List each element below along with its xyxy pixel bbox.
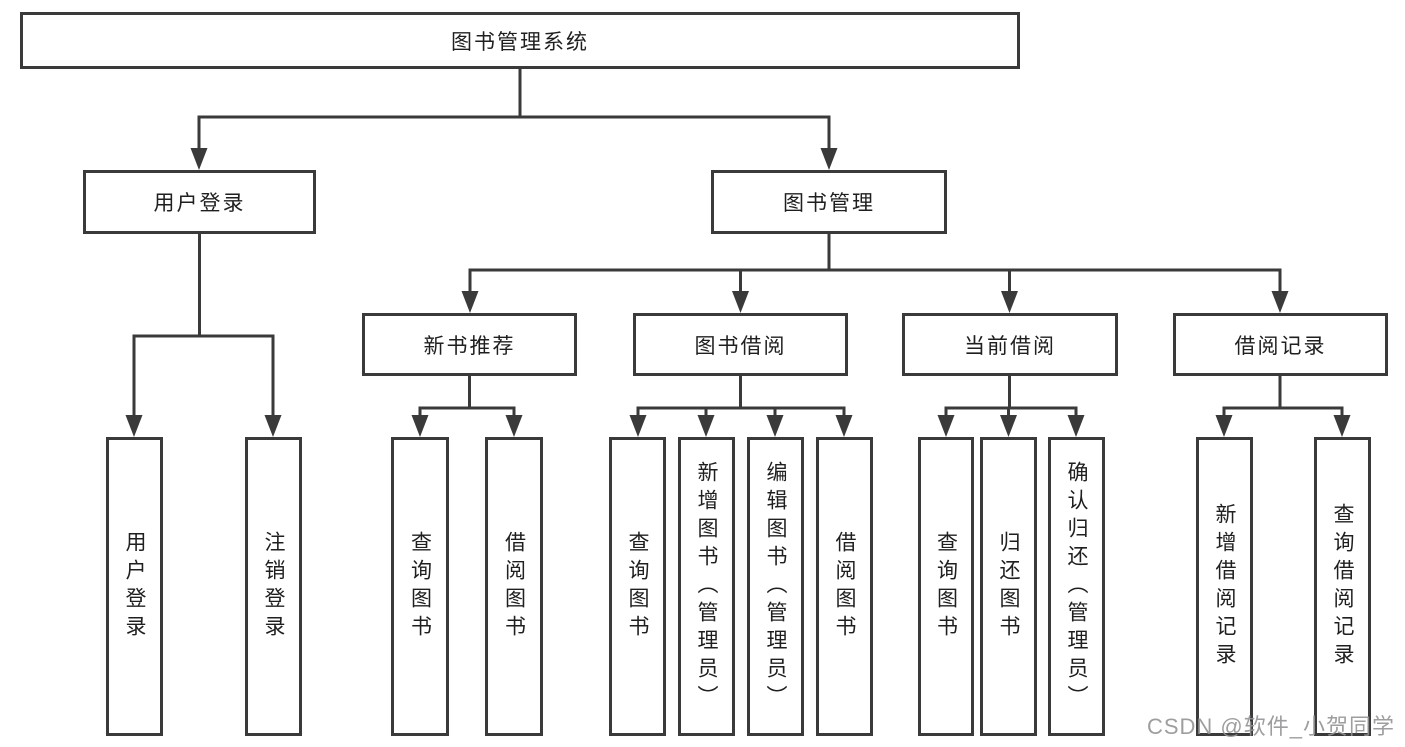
arrow-br-add [1215, 415, 1233, 437]
node-leaf-cb-return-book: 归还图书 [980, 437, 1037, 736]
node-leaf-bb-query-books: 查询图书 [609, 437, 666, 736]
node-leaf-user-login: 用户登录 [106, 437, 163, 736]
node-leaf-cb-query-books: 查询图书 [918, 437, 974, 736]
arrow-login-leaf [125, 415, 143, 437]
arrowheads [125, 148, 1351, 437]
arrow-bb-query [629, 415, 647, 437]
arrow-nb-borrow [505, 415, 523, 437]
watermark: CSDN @软件_小贺同学 [1146, 714, 1395, 739]
arrow-br-query [1333, 415, 1351, 437]
node-leaf-br-query-record: 查询借阅记录 [1314, 437, 1371, 736]
node-leaf-bb-edit-book-admin: 编辑图书（管理员） [747, 437, 804, 736]
node-borrow-records: 借阅记录 [1173, 313, 1388, 376]
arrow-logout-leaf [264, 415, 282, 437]
node-book-management: 图书管理 [711, 170, 947, 234]
node-book-borrow: 图书借阅 [633, 313, 848, 376]
arrow-book-management [820, 148, 838, 170]
node-leaf-logout: 注销登录 [245, 437, 302, 736]
arrow-current-borrow [1001, 291, 1018, 313]
arrow-bb-edit [766, 415, 784, 437]
node-leaf-br-add-record: 新增借阅记录 [1196, 437, 1253, 736]
arrow-bb-borrow [835, 415, 853, 437]
node-leaf-nb-query-books: 查询图书 [391, 437, 449, 736]
node-leaf-bb-add-book-admin: 新增图书（管理员） [678, 437, 735, 736]
node-leaf-nb-borrow-books: 借阅图书 [485, 437, 543, 736]
arrow-borrow-records [1271, 291, 1289, 313]
arrow-user-login [190, 148, 208, 170]
node-new-book-recommend: 新书推荐 [362, 313, 577, 376]
node-current-borrow: 当前借阅 [902, 313, 1118, 376]
arrow-cb-confirm [1067, 415, 1085, 437]
node-leaf-bb-borrow-books: 借阅图书 [816, 437, 873, 736]
arrow-bb-add [697, 415, 715, 437]
arrow-cb-return [1000, 415, 1017, 437]
node-user-login: 用户登录 [83, 170, 316, 234]
node-leaf-cb-confirm-return-admin: 确认归还（管理员） [1048, 437, 1105, 736]
arrow-cb-query [937, 415, 955, 437]
arrow-new-book [461, 291, 479, 313]
arrow-book-borrow [732, 291, 749, 313]
node-root: 图书管理系统 [20, 12, 1020, 69]
arrow-nb-query [411, 415, 429, 437]
